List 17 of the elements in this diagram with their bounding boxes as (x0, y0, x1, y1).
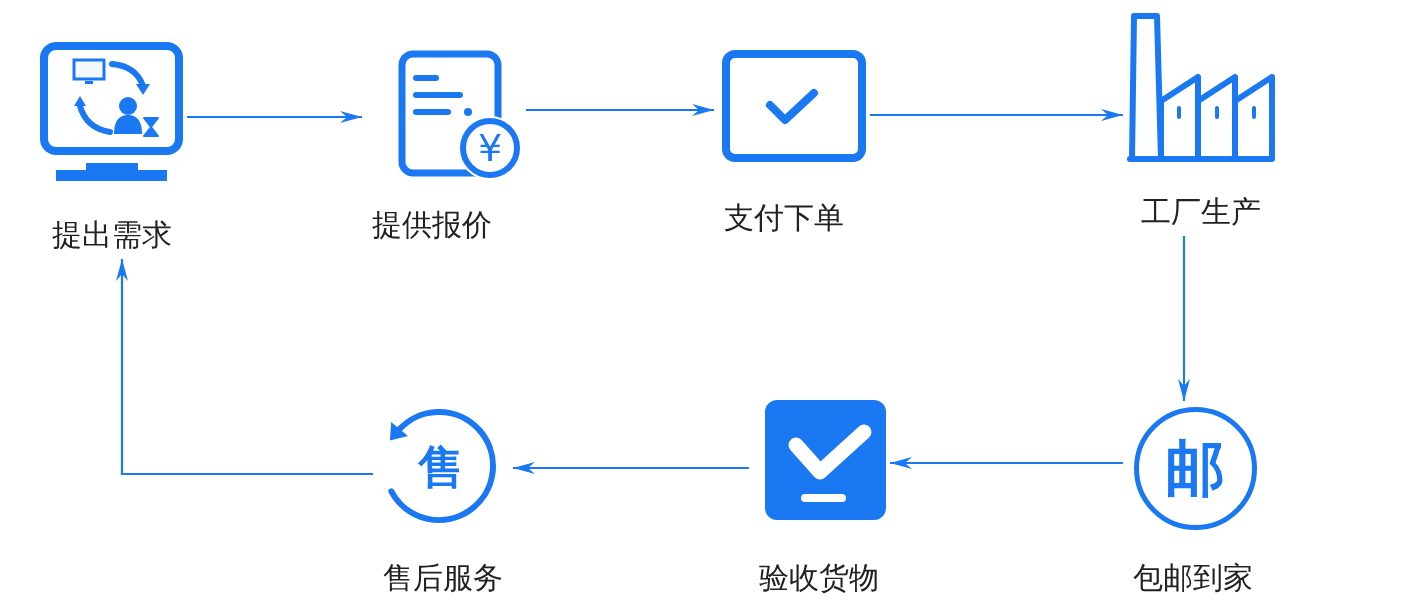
arrow (870, 109, 1123, 121)
step-label: 验收货物 (759, 560, 879, 596)
arrow (526, 104, 714, 116)
currency-sign: ¥ (477, 129, 503, 167)
step-label: 包邮到家 (1133, 560, 1253, 596)
step-label: 提供报价 (372, 207, 492, 243)
step-label: 售后服务 (383, 560, 503, 596)
arrow (187, 111, 362, 123)
arrow (513, 462, 749, 474)
arrow (890, 457, 1123, 469)
icon-character: 邮 (1165, 438, 1225, 498)
step-label: 工厂生产 (1141, 194, 1261, 230)
step-label: 支付下单 (724, 200, 844, 236)
arrow (116, 259, 373, 476)
icon-character: 售 (418, 444, 464, 490)
step-label: 提出需求 (52, 217, 172, 253)
arrow (1178, 236, 1190, 401)
